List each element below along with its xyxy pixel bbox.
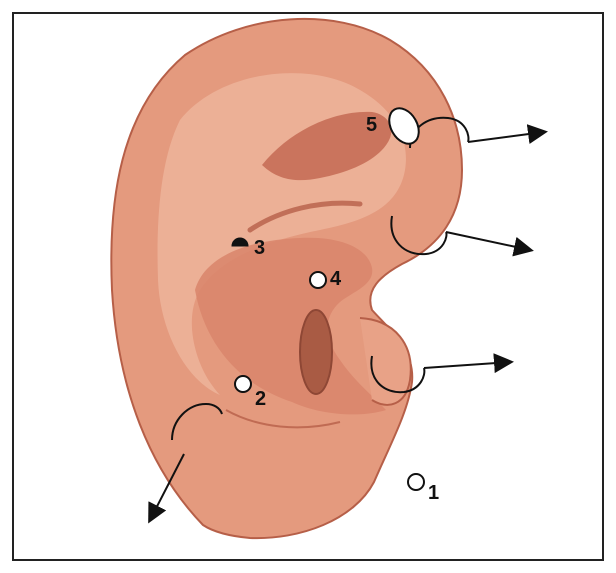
point-4-marker (310, 272, 326, 288)
point-1-label: 1 (428, 482, 439, 504)
point-5-label: 5 (366, 114, 377, 136)
ear-canal (300, 310, 332, 394)
arrow-top (468, 132, 544, 142)
point-2-marker (235, 376, 251, 392)
arrow-middle (446, 232, 530, 250)
point-2-label: 2 (255, 388, 266, 410)
point-3-label: 3 (254, 237, 265, 259)
point-1-marker (408, 474, 424, 490)
point-4-label: 4 (330, 268, 342, 290)
arrow-lower (424, 362, 510, 368)
